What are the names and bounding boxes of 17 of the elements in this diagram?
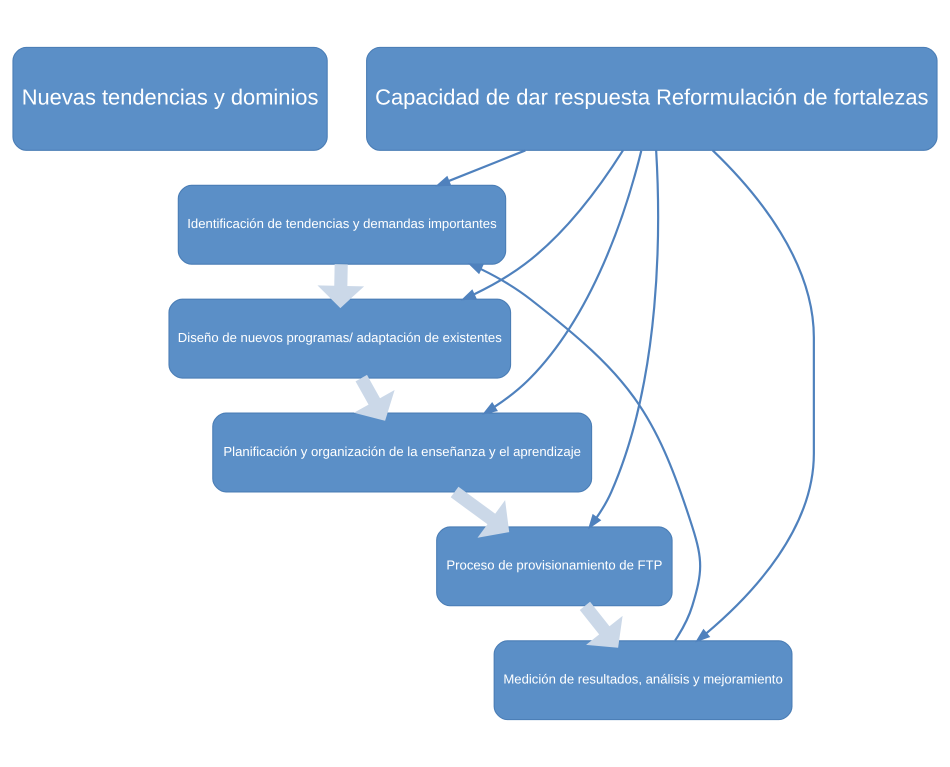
node-box: Proceso de provisionamiento de FTP bbox=[436, 526, 673, 606]
arrow bbox=[435, 149, 526, 186]
node-box: Diseño de nuevos programas/ adaptación de existentes bbox=[168, 298, 512, 379]
arrow bbox=[460, 150, 624, 301]
arrow bbox=[588, 150, 660, 530]
arrow bbox=[467, 262, 702, 642]
node-box: Identificación de tendencias y demandas importantes bbox=[178, 184, 506, 265]
arrow bbox=[354, 374, 395, 421]
arrow bbox=[695, 150, 815, 643]
node-box: Medición de resultados, análisis y mejoramiento bbox=[494, 640, 792, 720]
node-box: Planificación y organización de la enseñanza y el aprendizaje bbox=[212, 412, 592, 492]
arrow bbox=[450, 486, 510, 538]
arrow bbox=[580, 602, 623, 648]
node-box: Capacidad de dar respuesta Reformulación de fortalezas bbox=[366, 46, 938, 151]
arrow bbox=[482, 150, 642, 415]
arrow bbox=[317, 264, 364, 308]
node-box: Nuevas tendencias y dominios bbox=[12, 46, 328, 151]
